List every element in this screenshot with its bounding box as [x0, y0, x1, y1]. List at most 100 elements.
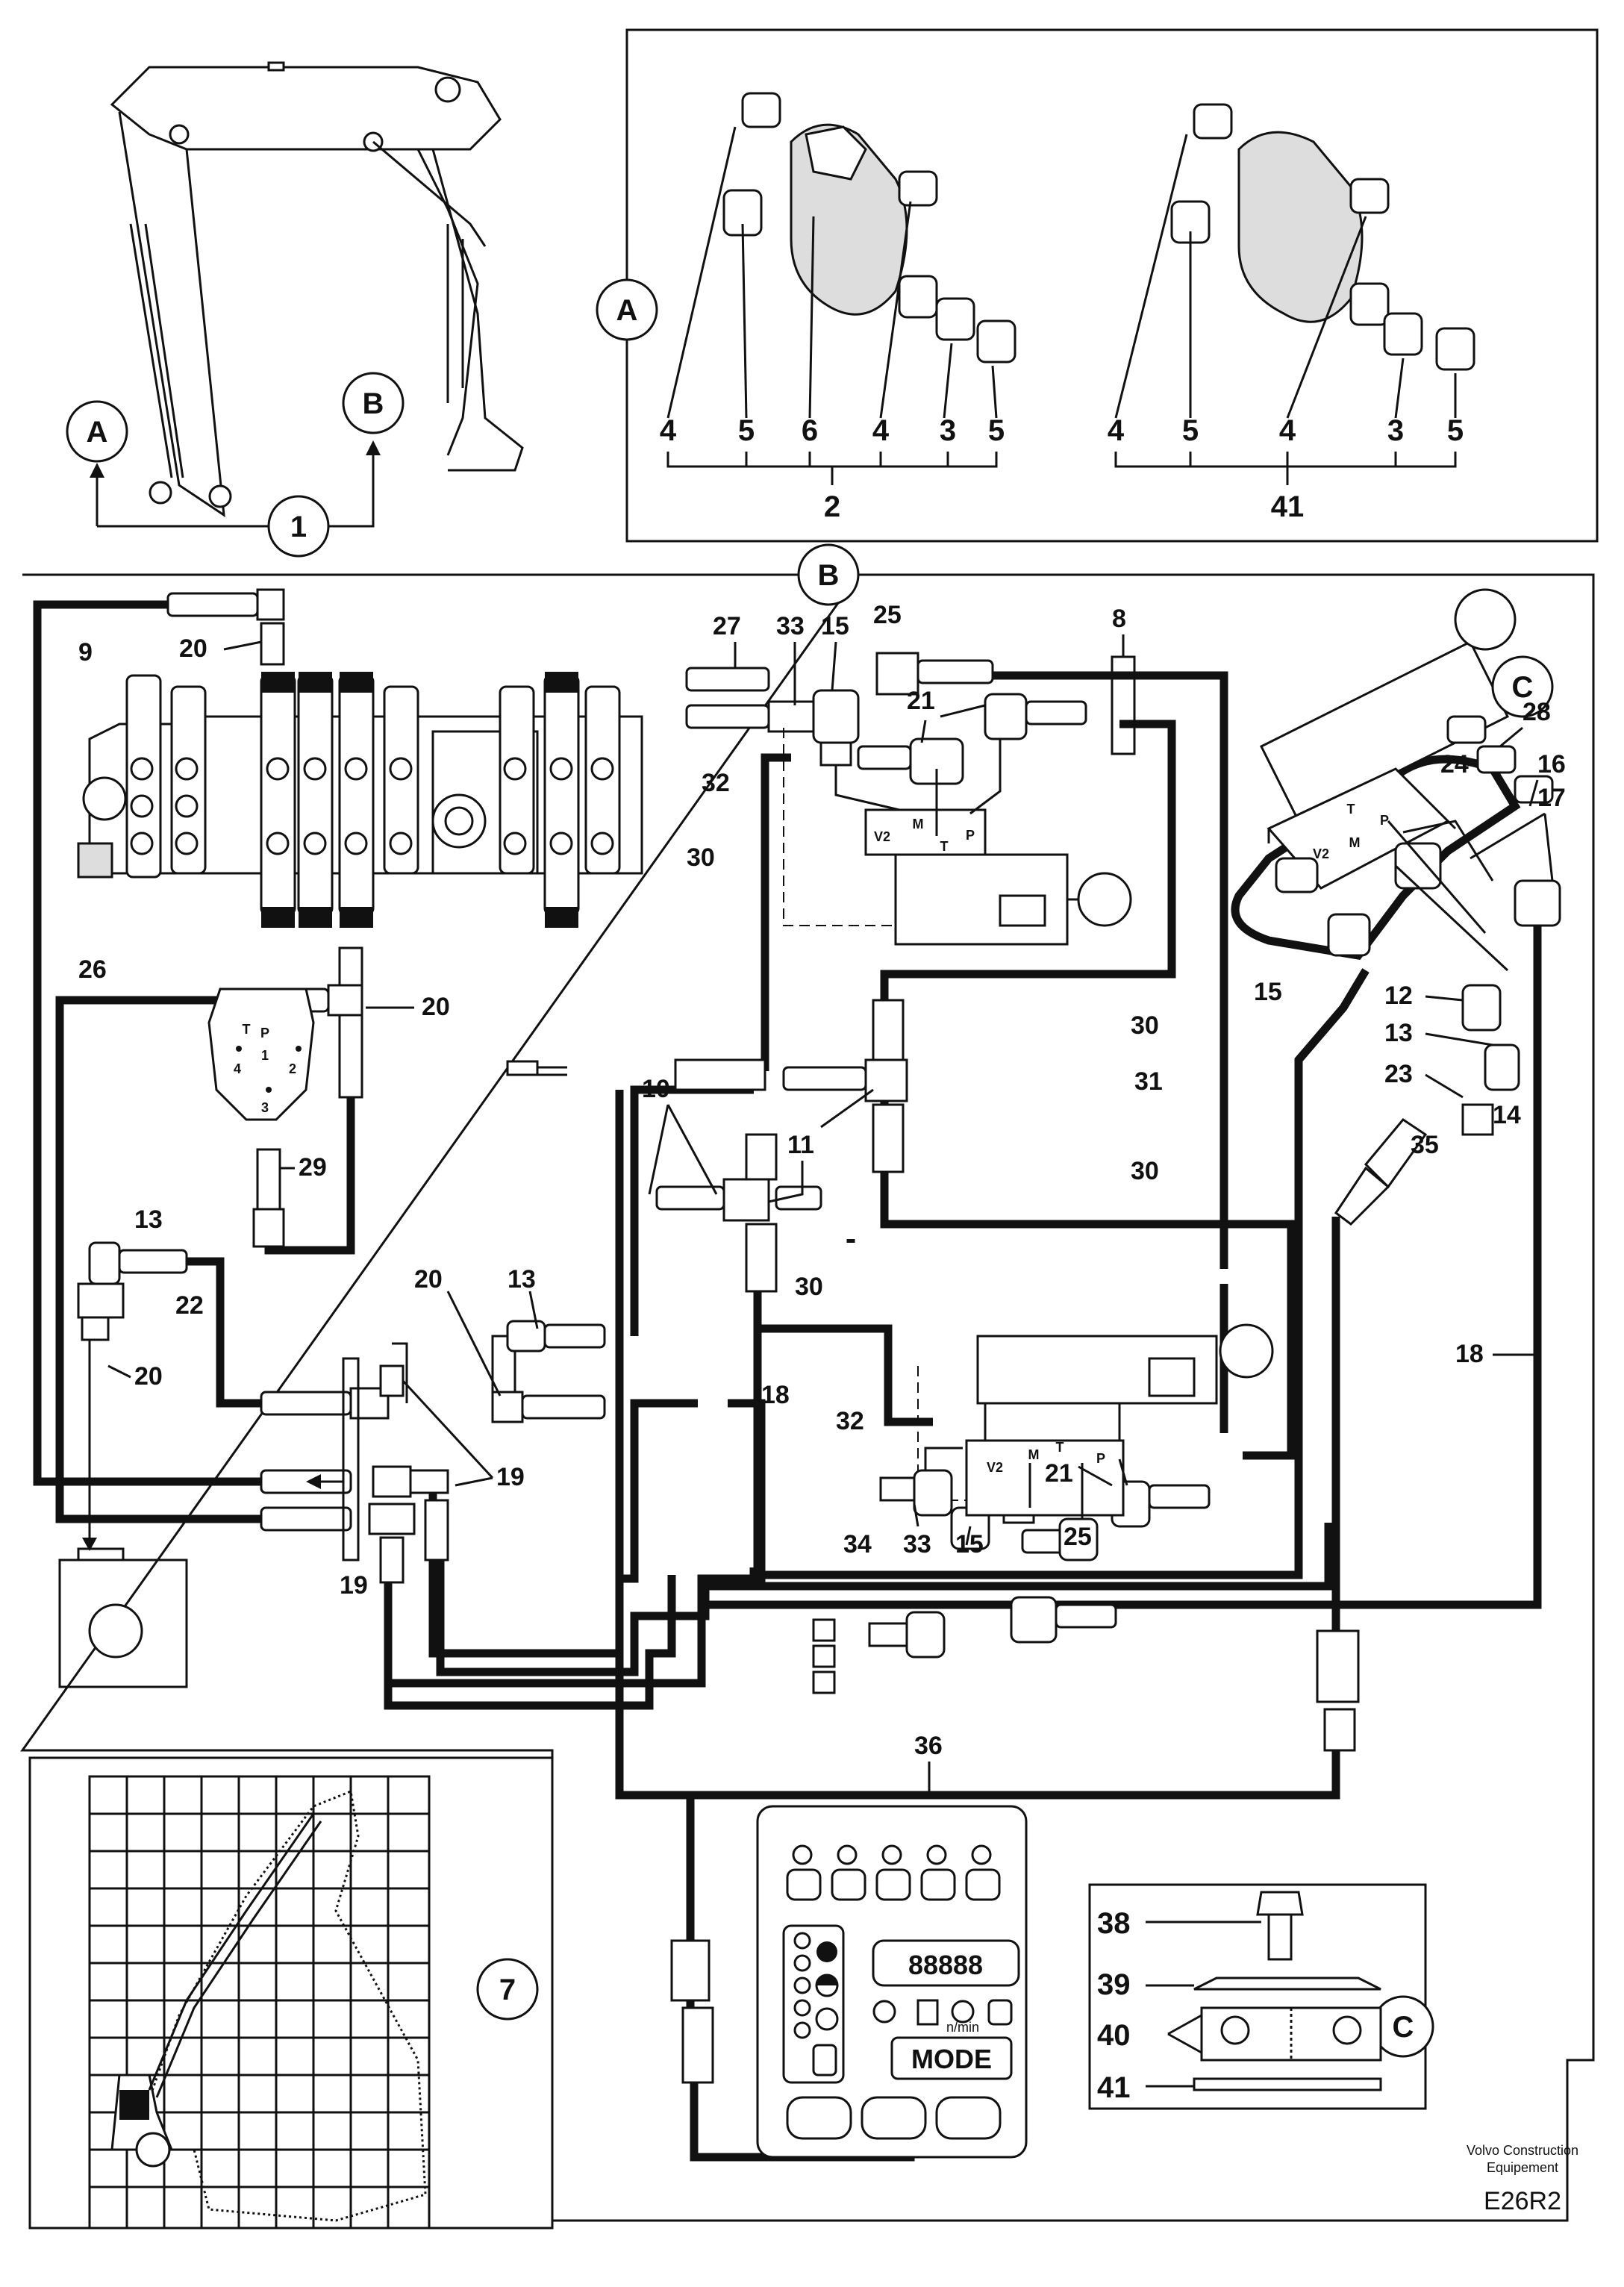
- callout-13a: 13: [134, 1205, 163, 1234]
- callout-29: 29: [299, 1153, 327, 1182]
- set2-callout-6: 6: [802, 414, 818, 447]
- reach-grid: [88, 1775, 431, 2230]
- set2-callout-5a: 5: [738, 414, 755, 447]
- set41-total: 41: [1271, 490, 1305, 523]
- callout-18b: 18: [1455, 1340, 1484, 1368]
- main-circle-C: [1491, 655, 1554, 718]
- hose-18-right: [436, 1523, 1333, 1676]
- callout-18a: 18: [761, 1381, 790, 1409]
- callout-27: 27: [713, 612, 741, 640]
- hose-36: [615, 1090, 1340, 1800]
- callout-circle-1: [267, 495, 330, 558]
- callout-15c: 15: [1254, 978, 1282, 1006]
- callout-25b: 25: [1064, 1523, 1092, 1551]
- main-callouts: 9 20 26 20 29 13 22 20 19 19 20 13 10 11…: [78, 601, 1566, 1791]
- callout-17: 17: [1537, 784, 1566, 812]
- set41-callout-5a: 5: [1182, 414, 1199, 447]
- callout-13b: 13: [508, 1265, 536, 1294]
- credit-line-1: Volvo Construction: [1467, 2143, 1578, 2158]
- callout-26: 26: [78, 955, 107, 984]
- main-circle-B-label: B: [818, 559, 840, 592]
- valve-c-port-t: T: [1347, 802, 1355, 817]
- preheat-icon: [965, 1868, 1001, 1901]
- callout-13c: 13: [1384, 1019, 1413, 1047]
- battery-warning-icon: [786, 1868, 822, 1901]
- detail-C-callout-38: 38: [1097, 1907, 1131, 1940]
- digital-display-value: 88888: [908, 1950, 983, 1980]
- fittings: P T 1 2 3 4: [58, 588, 1561, 2084]
- valve-top-port-p: P: [966, 828, 975, 843]
- callout-34: 34: [843, 1530, 872, 1559]
- bushing-set-2: 4 5 6 4 3 5 2: [660, 92, 1016, 523]
- panel-switch-middle[interactable]: [861, 2096, 927, 2140]
- detail-C-panel: C 38 39 40 41: [1088, 1883, 1434, 2110]
- hose-c-loop: [1231, 755, 1521, 960]
- detail-7-circle: [476, 1958, 539, 2021]
- callout-19b: 19: [340, 1571, 368, 1600]
- engine-speed-icon: [951, 2000, 975, 2024]
- manifold-port-1: 1: [261, 1048, 269, 1063]
- callout-16: 16: [1537, 750, 1566, 779]
- oil-pressure-icon: [831, 1868, 866, 1901]
- callout-circle-B: [342, 372, 405, 434]
- manifold-port-t: T: [243, 1022, 251, 1037]
- main-circle-C-label: C: [1512, 671, 1534, 704]
- credit-line-2: Equipement: [1487, 2160, 1558, 2175]
- callout-30c: 30: [1131, 1157, 1159, 1185]
- set41-callout-5b: 5: [1447, 414, 1464, 447]
- detail-A-circle-label: A: [616, 294, 638, 327]
- panel-switch-left[interactable]: [786, 2096, 852, 2140]
- callout-A-label: A: [87, 416, 108, 449]
- fuel-pump-icon: [812, 2044, 837, 2077]
- detail-C-callout-39: 39: [1097, 1968, 1131, 2001]
- clamp-cover-plate: [1193, 1976, 1381, 1991]
- set2-callout-5b: 5: [988, 414, 1005, 447]
- valve-bottom-port-v2: V2: [987, 1460, 1003, 1475]
- set2-callout-4b: 4: [872, 414, 890, 447]
- manifold-port-3: 3: [261, 1100, 269, 1115]
- hourglass-icon: [916, 1999, 939, 2026]
- valve-bottom-port-m: M: [1028, 1447, 1040, 1462]
- callout-20b: 20: [422, 993, 450, 1021]
- boom-arm-overview: A B 1: [66, 61, 524, 558]
- hose-22: [187, 1257, 261, 1408]
- detail-C-callout-41: 41: [1097, 2071, 1131, 2104]
- bushing-set-41: 4 5 4 3 5 41: [1108, 103, 1475, 523]
- detail-A-panel: A 4 5 6 4 3 5 2: [596, 28, 1599, 543]
- gauge-icon: [987, 1999, 1013, 2026]
- callout-8: 8: [1112, 605, 1126, 633]
- callout-22: 22: [175, 1291, 204, 1320]
- callout-23: 23: [1384, 1060, 1413, 1088]
- mode-button[interactable]: [890, 2036, 1013, 2080]
- manifold-port-4: 4: [234, 1061, 241, 1076]
- callout-32b: 32: [836, 1407, 864, 1435]
- callout-33a: 33: [776, 612, 805, 640]
- clamp-bolt-shank: [1267, 1913, 1293, 1961]
- callout-33b: 33: [903, 1530, 931, 1559]
- indicator-empty-icon: [815, 2007, 839, 2031]
- control-valve-block: [77, 672, 643, 928]
- callout-20c: 20: [134, 1362, 163, 1391]
- callout-28: 28: [1522, 698, 1551, 726]
- callout-14: 14: [1493, 1101, 1521, 1129]
- set2-callout-4a: 4: [660, 414, 677, 447]
- callout-20d: 20: [414, 1265, 443, 1294]
- hose-9: [33, 600, 261, 1486]
- set41-callout-3: 3: [1387, 414, 1404, 447]
- set41-callout-4b: 4: [1279, 414, 1296, 447]
- valve-bottom-port-p: P: [1096, 1451, 1105, 1466]
- panel-switch-right[interactable]: [935, 2096, 1002, 2140]
- callout-36: 36: [914, 1732, 943, 1760]
- set41-callout-4a: 4: [1108, 414, 1125, 447]
- indicator-full-icon: [816, 1941, 837, 1962]
- callout-30b: 30: [1131, 1011, 1159, 1040]
- hose-26: [55, 996, 261, 1523]
- clamp-base-plate: [1193, 2077, 1382, 2091]
- callout-1-label: 1: [290, 511, 307, 543]
- valve-c-port-v2: V2: [1313, 846, 1329, 861]
- main-circle-B: [797, 543, 860, 606]
- callout-12: 12: [1384, 982, 1413, 1010]
- air-filter-icon: [920, 1868, 956, 1901]
- instrument-panel: 88888 n/min MODE: [756, 1805, 1028, 2159]
